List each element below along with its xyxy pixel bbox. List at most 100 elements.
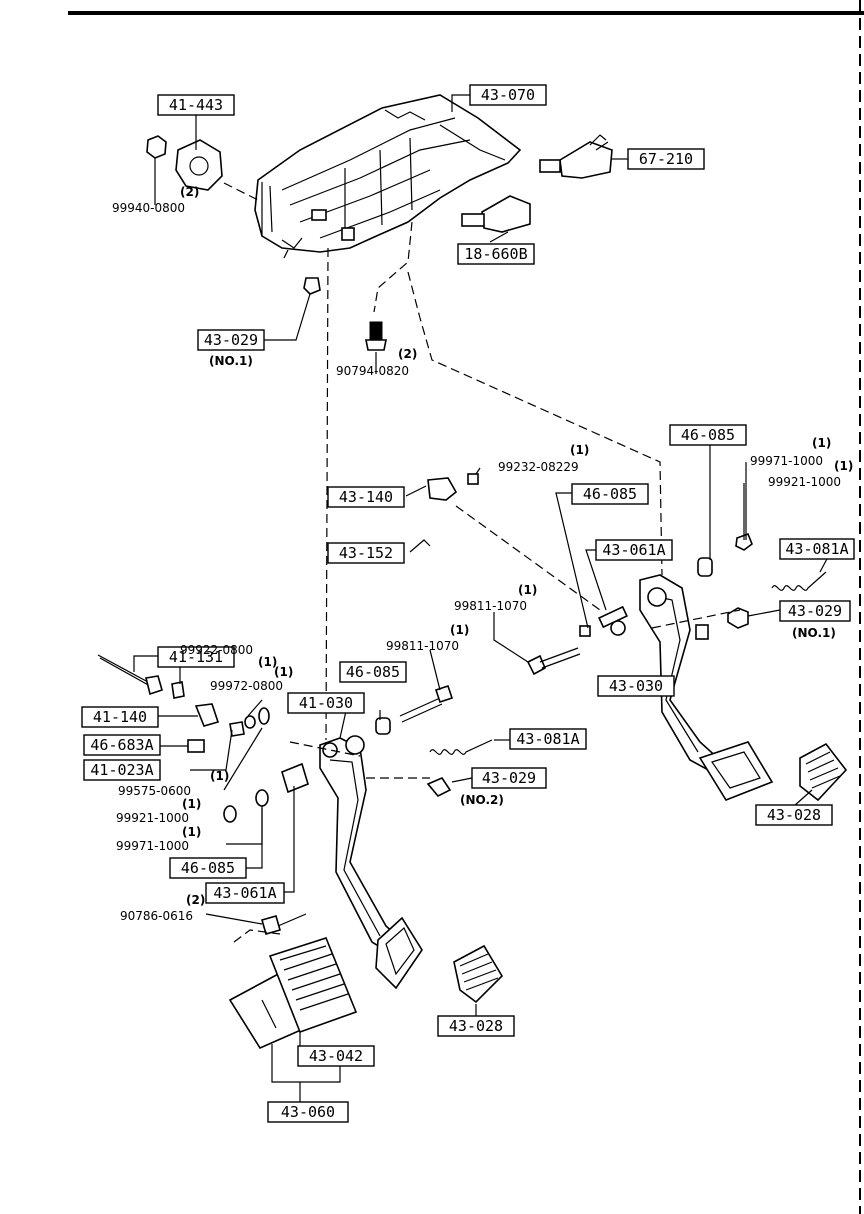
part-number-label: 99921-1000: [116, 811, 189, 825]
part-box-label: 18-660B: [464, 245, 527, 263]
part-number-label: 99971-1000: [116, 839, 189, 853]
clutch-switch: [461, 195, 531, 233]
part-box-43-030[interactable]: 43-030: [597, 675, 675, 697]
note-label: (NO.1): [792, 626, 836, 640]
qty-label: (1): [274, 665, 293, 679]
part-box-label: 46-683A: [90, 736, 153, 754]
part-box-label: 43-029: [788, 602, 842, 620]
left-hardware: [97, 654, 493, 935]
part-box-18-660b[interactable]: 18-660B: [457, 243, 535, 265]
part-box-41-023a[interactable]: 41-023A: [83, 759, 161, 781]
part-box-label: 41-131: [169, 648, 223, 666]
part-box-41-443[interactable]: 41-443: [157, 94, 235, 116]
stopper-right: [727, 607, 749, 629]
qty-label: (2): [180, 185, 199, 199]
part-number-label: 90786-0616: [120, 909, 193, 923]
pedal-cover: [228, 937, 358, 1050]
part-box-label: 43-028: [449, 1017, 503, 1035]
part-box-43-028-l[interactable]: 43-028: [437, 1015, 515, 1037]
pedal-pad-left: [453, 944, 504, 1004]
part-box-43-029-r[interactable]: 43-029: [779, 600, 851, 622]
part-box-label: 41-023A: [90, 761, 153, 779]
part-number-label: 99921-1000: [768, 475, 841, 489]
qty-label: (1): [258, 655, 277, 669]
part-box-label: 43-140: [339, 488, 393, 506]
part-box-label: 46-085: [346, 663, 400, 681]
qty-label: (1): [812, 436, 831, 450]
part-box-43-042[interactable]: 43-042: [297, 1045, 375, 1067]
part-box-46-085-l2[interactable]: 46-085: [169, 857, 247, 879]
part-box-label: 43-029: [482, 769, 536, 787]
part-number-label: 99971-1000: [750, 454, 823, 468]
part-box-46-085-r1[interactable]: 46-085: [669, 424, 747, 446]
note-label: (NO.1): [209, 354, 253, 368]
part-box-46-085-r2[interactable]: 46-085: [571, 483, 649, 505]
clutch-pedal: [319, 735, 423, 990]
part-box-43-061a-l[interactable]: 43-061A: [205, 882, 285, 904]
qty-label: (2): [398, 347, 417, 361]
part-box-label: 43-060: [281, 1103, 335, 1121]
part-box-label: 67-210: [639, 150, 693, 168]
part-box-43-140[interactable]: 43-140: [327, 486, 405, 508]
qty-label: (2): [186, 893, 205, 907]
qty-label: (1): [182, 797, 201, 811]
qty-label: (1): [450, 623, 469, 637]
part-box-label: 43-061A: [213, 884, 276, 902]
part-box-43-061a-r[interactable]: 43-061A: [595, 539, 673, 561]
stop-light-switch: [539, 134, 613, 179]
part-number-label: 99811-1070: [454, 599, 527, 613]
part-number-label: 99940-0800: [112, 201, 185, 215]
part-box-label: 43-029: [204, 331, 258, 349]
return-spring-right: [771, 571, 827, 591]
part-box-label: 46-085: [681, 426, 735, 444]
part-number-label: 99972-0800: [210, 679, 283, 693]
part-box-label: 43-030: [609, 677, 663, 695]
qty-label: (1): [182, 825, 201, 839]
note-label: (NO.2): [460, 793, 504, 807]
part-box-label: 46-085: [181, 859, 235, 877]
qty-label: (1): [570, 443, 589, 457]
part-box-43-029-l[interactable]: 43-029: [471, 767, 547, 789]
part-box-43-081a-r[interactable]: 43-081A: [779, 538, 855, 560]
part-box-46-085-l1[interactable]: 46-085: [339, 661, 407, 683]
part-box-label: 43-042: [309, 1047, 363, 1065]
bolt-right: [526, 647, 581, 676]
part-box-43-070[interactable]: 43-070: [469, 84, 547, 106]
part-box-67-210[interactable]: 67-210: [627, 148, 705, 170]
part-box-label: 41-030: [299, 694, 353, 712]
part-number-label: 90794-0820: [336, 364, 409, 378]
part-box-43-028-r[interactable]: 43-028: [755, 804, 833, 826]
part-number-label: 99232-08229: [498, 460, 579, 474]
qty-label: (1): [834, 459, 853, 473]
part-box-43-081a-l[interactable]: 43-081A: [509, 728, 587, 750]
part-number-label: 99811-1070: [386, 639, 459, 653]
pedal-bracket: [254, 94, 522, 259]
part-box-41-131[interactable]: 41-131: [157, 646, 235, 668]
gasket-part: [175, 139, 223, 191]
part-number-label: 99575-0600: [118, 784, 191, 798]
part-box-label: 41-443: [169, 96, 223, 114]
nut-part: [146, 135, 167, 159]
screw-part: [303, 277, 387, 351]
qty-label: (1): [518, 583, 537, 597]
part-box-label: 43-081A: [516, 730, 579, 748]
part-box-label: 43-028: [767, 806, 821, 824]
part-box-label: 43-070: [481, 86, 535, 104]
part-box-label: 41-140: [93, 708, 147, 726]
qty-label: (1): [210, 769, 229, 783]
pedal-pad-right: [799, 742, 848, 802]
part-box-label: 43-081A: [785, 540, 848, 558]
part-box-41-140[interactable]: 41-140: [81, 706, 159, 728]
part-box-41-030[interactable]: 41-030: [287, 692, 365, 714]
part-box-label: 43-152: [339, 544, 393, 562]
clevis-43-140: [427, 473, 479, 501]
part-box-43-152[interactable]: 43-152: [327, 542, 405, 564]
assembly-dash-lines: [223, 182, 741, 943]
part-box-label: 43-061A: [602, 541, 665, 559]
part-box-43-029-top[interactable]: 43-029: [197, 329, 265, 351]
part-box-46-683a[interactable]: 46-683A: [83, 734, 161, 756]
part-box-43-060[interactable]: 43-060: [267, 1101, 349, 1123]
brake-pedal: [610, 574, 774, 801]
part-number-label: 99922-0800: [180, 643, 253, 657]
